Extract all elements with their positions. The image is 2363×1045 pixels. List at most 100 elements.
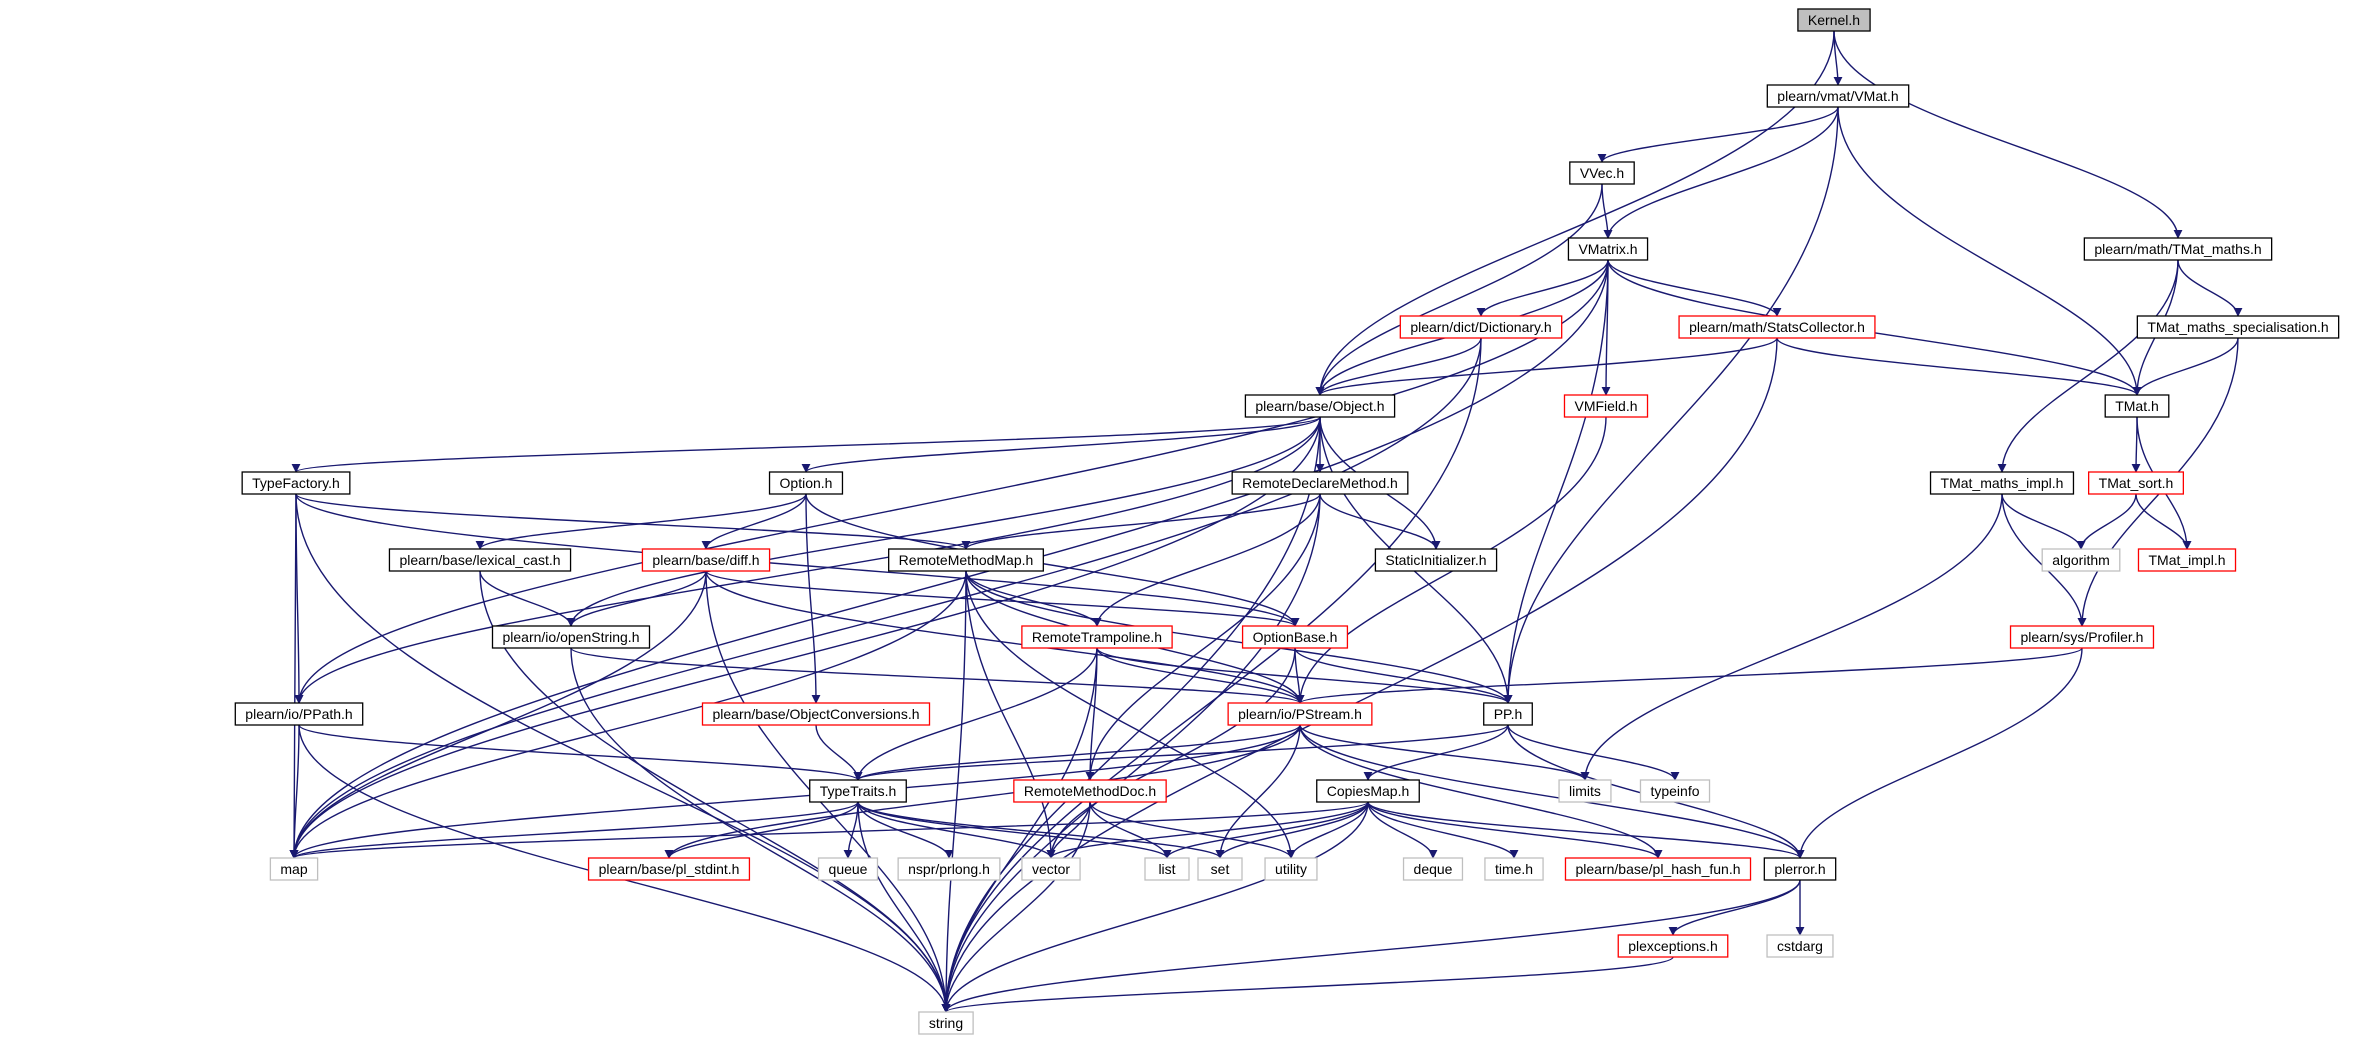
edge-typetraits-to-prlong	[857, 801, 954, 859]
node-tmatsort[interactable]: TMat_sort.h	[2087, 471, 2185, 495]
edge-object-to-map	[289, 416, 1321, 859]
edge-tmatmaths-to-tmatimplmaths	[1997, 259, 2179, 473]
edge-pstream-to-map	[289, 724, 1301, 859]
node-vmat[interactable]: plearn/vmat/VMat.h	[1766, 84, 1910, 108]
node-box	[2009, 625, 2155, 649]
node-openstring[interactable]: plearn/io/openString.h	[491, 625, 651, 649]
node-plstdint[interactable]: plearn/base/pl_stdint.h	[587, 857, 751, 881]
node-box	[1402, 857, 1464, 881]
node-label: TMat.h	[2115, 398, 2159, 414]
node-copiesmap[interactable]: CopiesMap.h	[1316, 779, 1420, 803]
node-box	[1766, 84, 1910, 108]
node-string: string	[918, 1011, 974, 1035]
node-label: string	[929, 1015, 963, 1031]
node-remotetrampoline[interactable]: RemoteTrampoline.h	[1021, 625, 1173, 649]
node-box	[491, 625, 651, 649]
edge-object-to-ppath	[294, 416, 1321, 704]
node-remotedeclare[interactable]: RemoteDeclareMethod.h	[1231, 471, 1409, 495]
node-box	[1569, 161, 1635, 185]
node-plexceptions[interactable]: plexceptions.h	[1617, 934, 1729, 958]
node-tmatimpl[interactable]: TMat_impl.h	[2137, 548, 2237, 572]
node-typefactory[interactable]: TypeFactory.h	[241, 471, 351, 495]
edge-profiler-to-pstream	[1295, 647, 2083, 704]
node-vvec[interactable]: VVec.h	[1569, 161, 1635, 185]
node-label: plearn/math/StatsCollector.h	[1689, 319, 1865, 335]
node-label: cstdarg	[1777, 938, 1823, 954]
node-tmatspec[interactable]: TMat_maths_specialisation.h	[2136, 315, 2340, 339]
node-label: plearn/base/diff.h	[652, 552, 759, 568]
edge-remotemethodmap-to-utility	[965, 570, 1296, 859]
node-vmatrix[interactable]: VMatrix.h	[1567, 237, 1649, 261]
node-diff[interactable]: plearn/base/diff.h	[641, 548, 771, 572]
node-plhashfun[interactable]: plearn/base/pl_hash_fun.h	[1564, 857, 1752, 881]
node-label: OptionBase.h	[1253, 629, 1338, 645]
edge-remotemethodmap-to-remotetrampoline	[965, 570, 1102, 627]
edge-statscollector-to-string	[941, 337, 1778, 1013]
edge-tmatsort-to-algorithm	[2076, 493, 2137, 550]
edge-ppath-to-typetraits	[298, 724, 863, 781]
node-list: list	[1144, 857, 1190, 881]
node-typetraits[interactable]: TypeTraits.h	[809, 779, 907, 803]
node-label: vector	[1032, 861, 1070, 877]
node-box	[701, 702, 931, 726]
node-set: set	[1197, 857, 1243, 881]
node-label: plearn/io/PStream.h	[1238, 706, 1362, 722]
edge-diff-to-optionbase	[705, 570, 1300, 627]
node-label: TMat_impl.h	[2148, 552, 2225, 568]
node-option[interactable]: Option.h	[768, 471, 844, 495]
edge-tmatsort-to-tmatimpl	[2135, 493, 2192, 550]
node-remotemethodmap[interactable]: RemoteMethodMap.h	[888, 548, 1044, 572]
node-label: RemoteMethodDoc.h	[1024, 783, 1156, 799]
node-box	[2104, 394, 2170, 418]
edge-ppath-to-map	[289, 724, 300, 859]
node-objconv[interactable]: plearn/base/ObjectConversions.h	[701, 702, 931, 726]
node-vmfield[interactable]: VMField.h	[1563, 394, 1649, 418]
node-pstream[interactable]: plearn/io/PStream.h	[1227, 702, 1373, 726]
node-staticinit[interactable]: StaticInitializer.h	[1374, 548, 1498, 572]
node-box	[1241, 625, 1349, 649]
node-label: nspr/prlong.h	[908, 861, 990, 877]
node-pp[interactable]: PP.h	[1483, 702, 1533, 726]
edge-remotedeclare-to-remotemethodmap	[961, 493, 1321, 550]
edge-dictionary-to-map	[289, 337, 1482, 859]
edge-typetraits-to-map	[289, 801, 859, 859]
node-label: plearn/dict/Dictionary.h	[1410, 319, 1551, 335]
node-optionbase[interactable]: OptionBase.h	[1241, 625, 1349, 649]
node-box	[1763, 857, 1837, 881]
edge-vmat-to-pp	[1503, 106, 1839, 704]
node-plerror[interactable]: plerror.h	[1763, 857, 1837, 881]
node-box	[2136, 315, 2340, 339]
node-label: plearn/base/pl_hash_fun.h	[1575, 861, 1740, 877]
node-box	[241, 471, 351, 495]
edge-copiesmap-to-string	[941, 801, 1369, 1013]
edge-pp-to-copiesmap	[1363, 724, 1509, 781]
node-profiler[interactable]: plearn/sys/Profiler.h	[2009, 625, 2155, 649]
node-prlong: nspr/prlong.h	[897, 857, 1001, 881]
node-label: TMat_maths_specialisation.h	[2147, 319, 2328, 335]
node-ppath[interactable]: plearn/io/PPath.h	[234, 702, 364, 726]
edge-vmatrix-to-statscollector	[1607, 259, 1782, 317]
node-statscollector[interactable]: plearn/math/StatsCollector.h	[1678, 315, 1876, 339]
node-box	[1567, 237, 1649, 261]
node-kernel[interactable]: Kernel.h	[1797, 8, 1871, 32]
node-lexicalcast[interactable]: plearn/base/lexical_cast.h	[388, 548, 572, 572]
edge-remotetrampoline-to-pp	[1096, 647, 1513, 704]
edge-kernel-to-tmatmaths	[1833, 30, 2183, 239]
edge-object-to-openstring	[566, 416, 1321, 627]
node-label: CopiesMap.h	[1327, 783, 1410, 799]
edge-typefactory-to-optionbase	[295, 493, 1300, 627]
node-box	[2087, 471, 2185, 495]
node-tmatmaths[interactable]: plearn/math/TMat_maths.h	[2083, 237, 2273, 261]
node-box	[1617, 934, 1729, 958]
node-tmat[interactable]: TMat.h	[2104, 394, 2170, 418]
node-box	[1144, 857, 1190, 881]
node-object[interactable]: plearn/base/Object.h	[1244, 394, 1396, 418]
node-map: map	[269, 857, 319, 881]
edge-vmatrix-to-map	[289, 259, 1609, 859]
node-box	[388, 548, 572, 572]
node-remotemethoddoc[interactable]: RemoteMethodDoc.h	[1013, 779, 1167, 803]
node-dictionary[interactable]: plearn/dict/Dictionary.h	[1399, 315, 1563, 339]
edge-typetraits-to-plstdint	[664, 801, 859, 859]
node-box	[1374, 548, 1498, 572]
node-tmatimplmaths[interactable]: TMat_maths_impl.h	[1929, 471, 2075, 495]
